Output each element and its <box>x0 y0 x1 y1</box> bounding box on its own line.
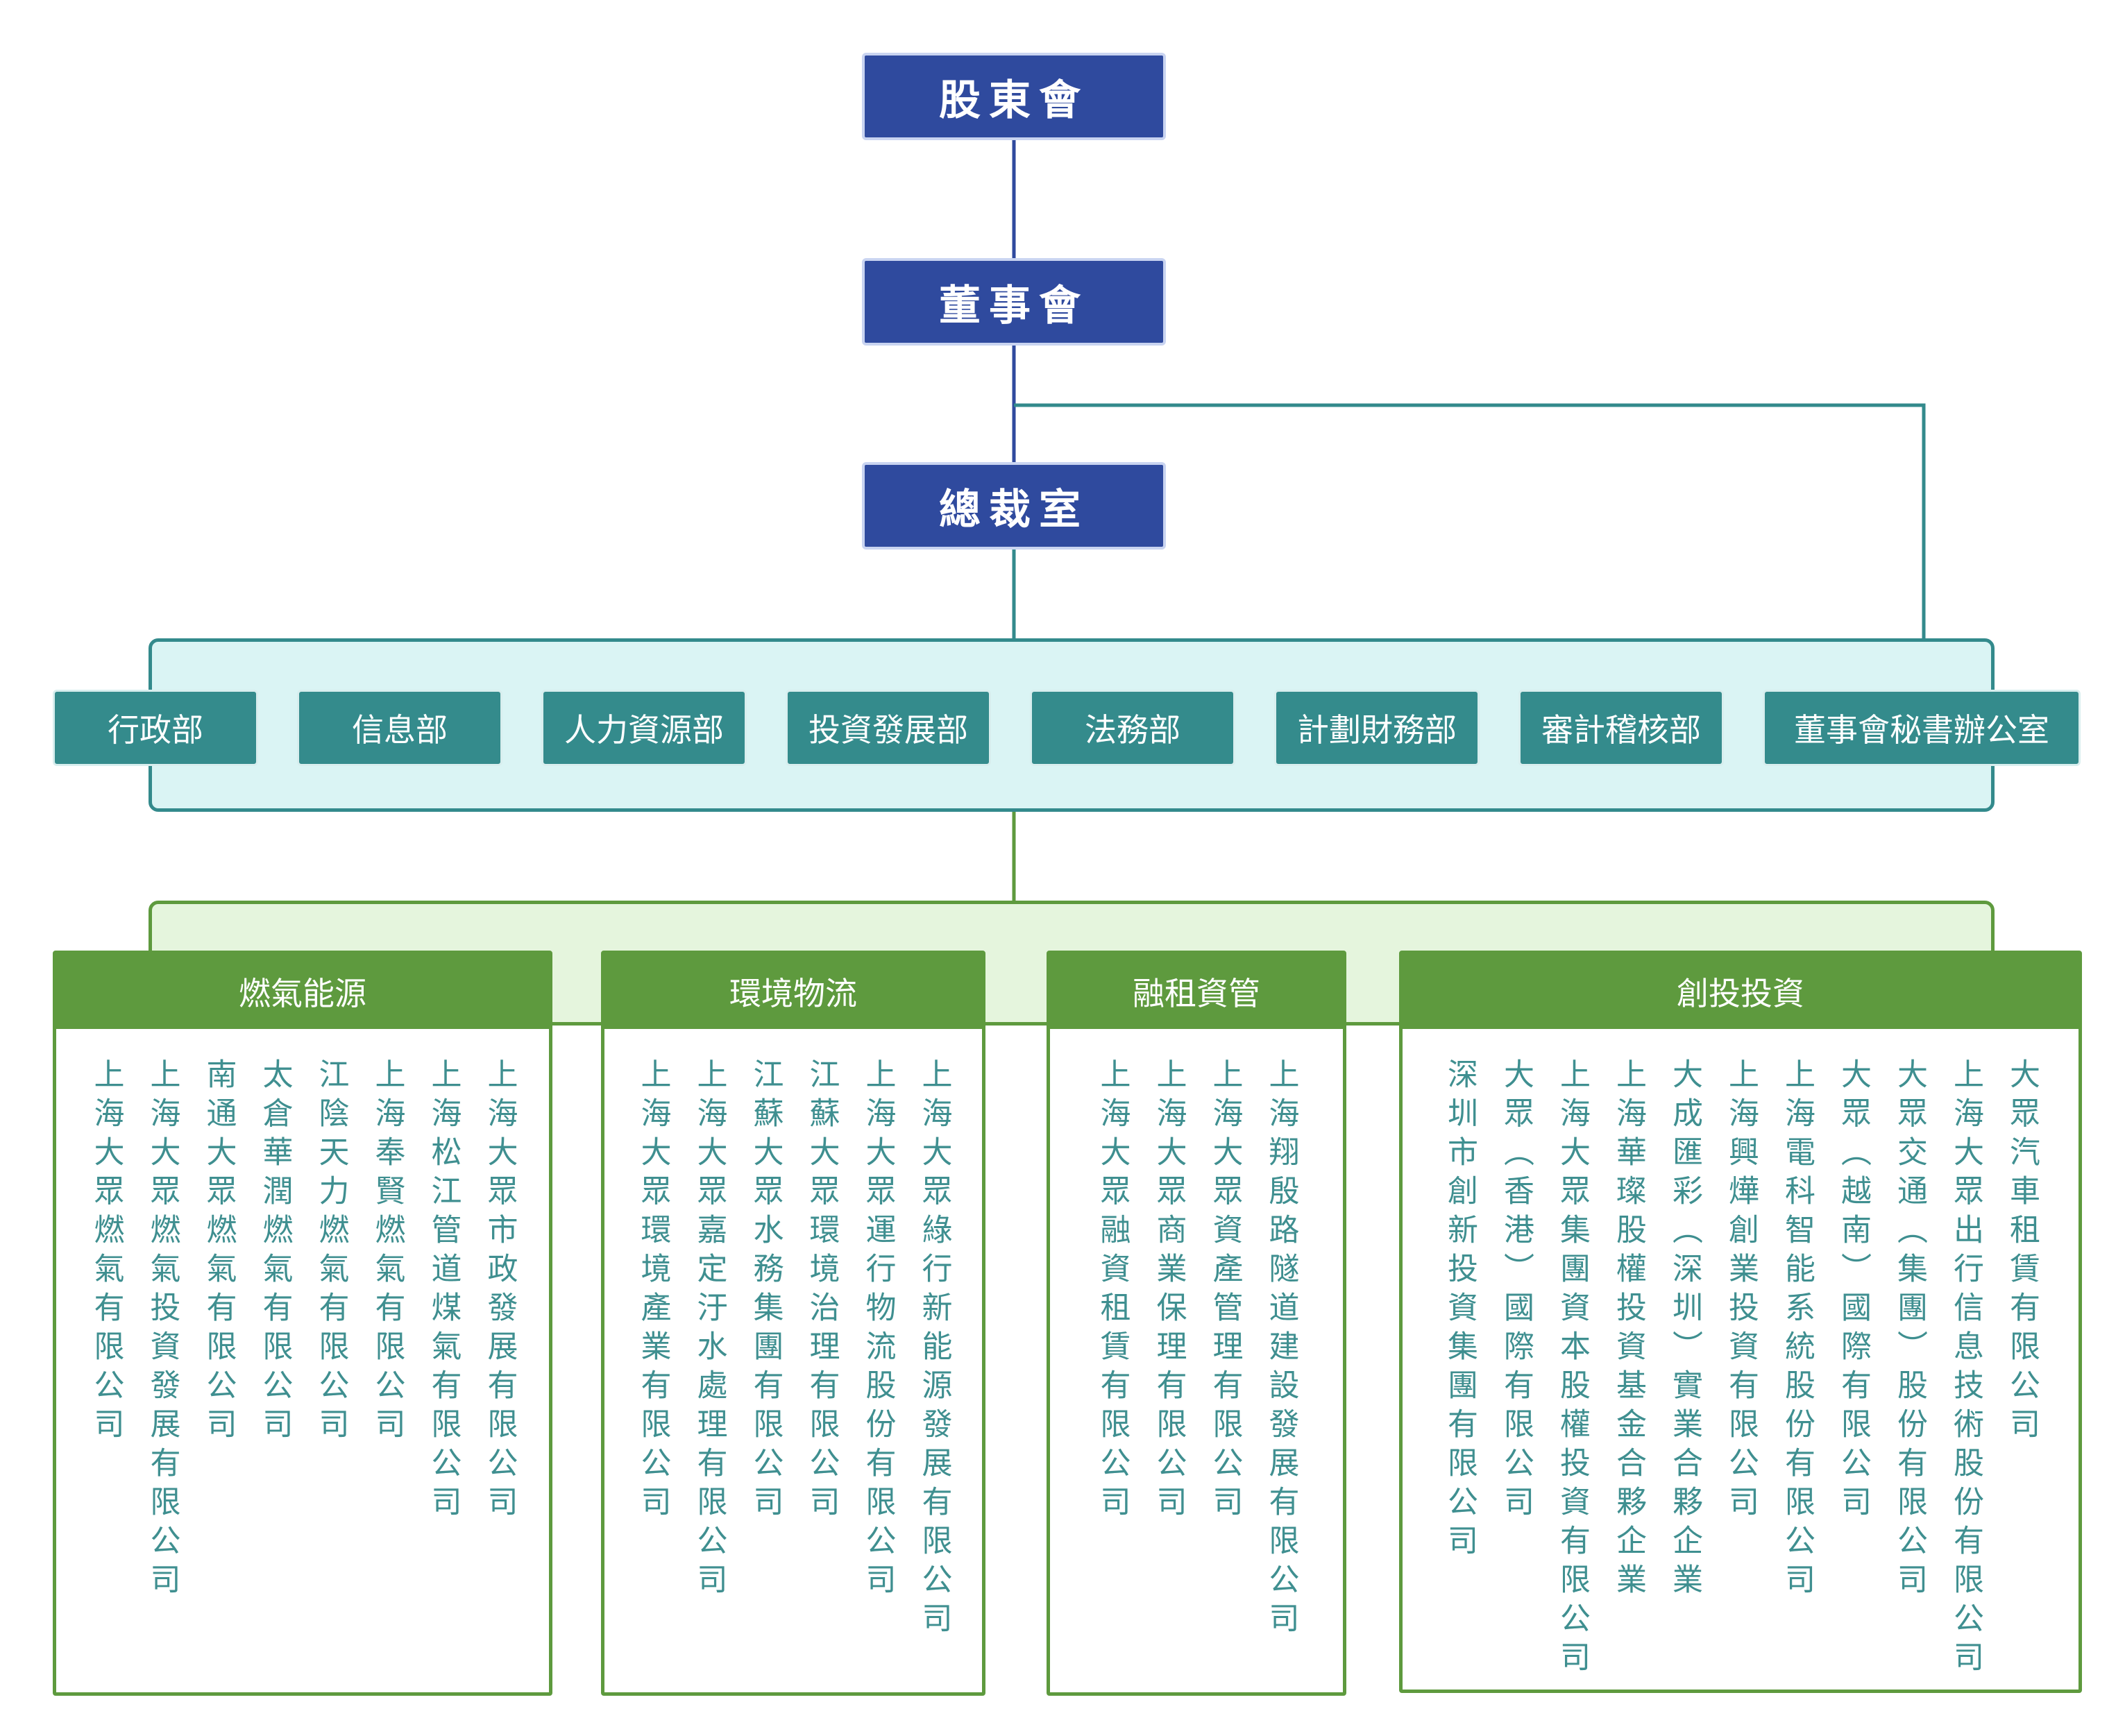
company-name: 上海華璨股權投資基金合夥企業 <box>1611 1058 1646 1602</box>
company-list: 上海翔殷路隧道建設發展有限公司 上海大眾資產管理有限公司 上海大眾商業保理有限公… <box>1050 1058 1343 1641</box>
company-list: 上海大眾市政發展有限公司 上海松江管道煤氣有限公司 上海奉賢燃氣有限公司 江陰天… <box>56 1058 549 1602</box>
company-name: 上海大眾集團資本股權投資有限公司 <box>1555 1058 1590 1680</box>
company-name: 上海大眾市政發展有限公司 <box>482 1058 518 1524</box>
board-of-directors-box: 董事會 <box>862 258 1166 346</box>
company-name: 上海翔殷路隧道建設發展有限公司 <box>1263 1058 1299 1641</box>
group-environment-logistics: 環境物流 上海大眾綠行新能源發展有限公司 上海大眾運行物流股份有限公司 江蘇大眾… <box>601 951 985 1696</box>
president-office-box: 總裁室 <box>862 462 1166 550</box>
company-name: 上海電科智能系統股份有限公司 <box>1779 1058 1815 1602</box>
dept-administration: 行政部 <box>53 690 258 766</box>
company-name: 上海大眾環境產業有限公司 <box>635 1058 671 1524</box>
company-name: 上海大眾燃氣投資發展有限公司 <box>144 1058 180 1602</box>
group-gas-energy: 燃氣能源 上海大眾市政發展有限公司 上海松江管道煤氣有限公司 上海奉賢燃氣有限公… <box>53 951 552 1696</box>
company-name: 大眾交通（集團）股份有限公司 <box>1892 1058 1927 1602</box>
company-list: 大眾汽車租賃有限公司 上海大眾出行信息技術股份有限公司 大眾交通（集團）股份有限… <box>1403 1058 2079 1680</box>
company-name: 大眾（越南）國際有限公司 <box>1836 1058 1871 1524</box>
dept-information: 信息部 <box>297 690 502 766</box>
group-header-gas-energy: 燃氣能源 <box>56 954 549 1029</box>
company-name: 大眾（香港）國際有限公司 <box>1498 1058 1534 1524</box>
company-name: 上海大眾商業保理有限公司 <box>1151 1058 1187 1524</box>
shareholders-meeting-box: 股東會 <box>862 53 1166 140</box>
company-name: 大成匯彩（深圳）實業合夥企業 <box>1667 1058 1702 1602</box>
company-name: 上海奉賢燃氣有限公司 <box>369 1058 405 1447</box>
company-name: 上海大眾燃氣有限公司 <box>88 1058 124 1447</box>
connector-board-secretariat <box>1014 403 1926 690</box>
dept-audit: 審計稽核部 <box>1518 690 1724 766</box>
company-name: 南通大眾燃氣有限公司 <box>201 1058 237 1447</box>
company-name: 江陰天力燃氣有限公司 <box>313 1058 349 1447</box>
group-header-environment-logistics: 環境物流 <box>604 954 982 1029</box>
company-name: 上海大眾資產管理有限公司 <box>1207 1058 1243 1524</box>
dept-legal: 法務部 <box>1030 690 1235 766</box>
company-name: 上海大眾融資租賃有限公司 <box>1094 1058 1131 1524</box>
company-name: 上海大眾嘉定汙水處理有限公司 <box>691 1058 727 1602</box>
company-name: 深圳市創新投資集團有限公司 <box>1442 1058 1478 1563</box>
company-name: 上海大眾運行物流股份有限公司 <box>860 1058 896 1602</box>
dept-planning-finance: 計劃財務部 <box>1274 690 1480 766</box>
dept-human-resources: 人力資源部 <box>541 690 747 766</box>
dept-board-secretariat: 董事會秘書辦公室 <box>1763 690 2081 766</box>
group-header-leasing-asset-management: 融租資管 <box>1050 954 1343 1029</box>
company-name: 江蘇大眾水務集團有限公司 <box>747 1058 784 1524</box>
company-name: 上海大眾綠行新能源發展有限公司 <box>916 1058 952 1641</box>
dept-investment-development: 投資發展部 <box>786 690 991 766</box>
group-header-venture-investment: 創投投資 <box>1403 954 2079 1029</box>
company-name: 上海興燁創業投資有限公司 <box>1723 1058 1759 1524</box>
group-venture-investment: 創投投資 大眾汽車租賃有限公司 上海大眾出行信息技術股份有限公司 大眾交通（集團… <box>1399 951 2082 1693</box>
company-list: 上海大眾綠行新能源發展有限公司 上海大眾運行物流股份有限公司 江蘇大眾環境治理有… <box>604 1058 982 1641</box>
company-name: 太倉華潤燃氣有限公司 <box>257 1058 293 1447</box>
company-name: 大眾汽車租賃有限公司 <box>2004 1058 2040 1447</box>
company-name: 上海松江管道煤氣有限公司 <box>425 1058 462 1524</box>
company-name: 上海大眾出行信息技術股份有限公司 <box>1948 1058 1983 1680</box>
group-leasing-asset-management: 融租資管 上海翔殷路隧道建設發展有限公司 上海大眾資產管理有限公司 上海大眾商業… <box>1047 951 1346 1696</box>
company-name: 江蘇大眾環境治理有限公司 <box>804 1058 840 1524</box>
